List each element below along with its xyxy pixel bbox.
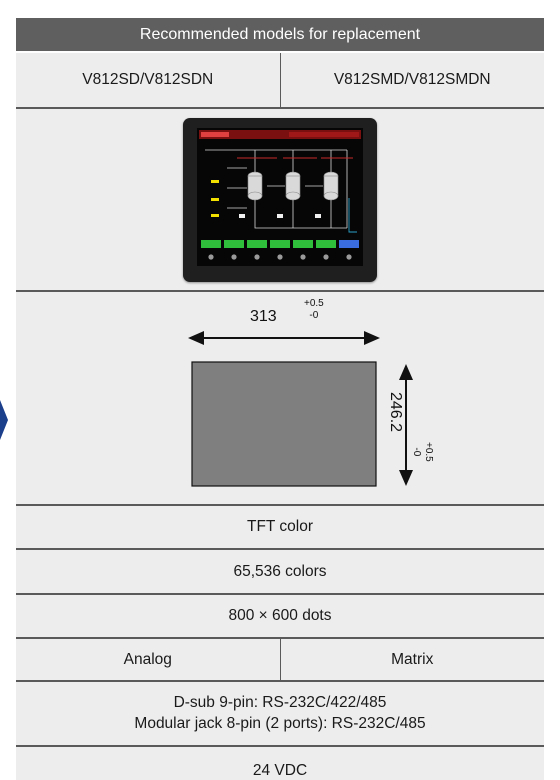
product-photo-cell: [16, 108, 544, 292]
hmi-product-photo: [183, 117, 377, 282]
cutout-width-value: 313: [250, 308, 277, 325]
panel-cutout-cell: 313 +0.5 -0 246.2 +0.5 -0: [16, 291, 544, 506]
cutout-rectangle: [191, 361, 377, 487]
display-type: TFT color: [16, 505, 544, 550]
width-tol-plus: +0.5: [304, 298, 324, 309]
hmi-screen: [197, 127, 363, 266]
arrow-left-head: [188, 331, 204, 345]
arrow-up-head: [399, 364, 413, 380]
arrow-down-head: [399, 470, 413, 486]
panel-cutout-diagram: 313 +0.5 -0 246.2 +0.5 -0: [16, 292, 544, 504]
spec-table: Recommended models for replacement V812S…: [16, 18, 544, 780]
cutout-height-value: 246.2: [387, 392, 404, 433]
width-tol-minus: -0: [309, 309, 319, 321]
ports-line-2: Modular jack 8-pin (2 ports): RS-232C/48…: [134, 714, 426, 732]
arrow-right-head: [364, 331, 380, 345]
model-left: V812SD/V812SDN: [16, 52, 281, 109]
cutout-drawing: [188, 331, 413, 487]
cutout-height-tolerance: +0.5 -0: [411, 442, 435, 462]
touch-type-left: Analog: [16, 638, 281, 682]
table-title: Recommended models for replacement: [16, 18, 544, 53]
cutout-width-tolerance: +0.5 -0: [304, 298, 324, 321]
ports-line-1: D-sub 9-pin: RS-232C/422/485: [173, 694, 387, 712]
display-resolution: 800 × 600 dots: [16, 594, 544, 639]
power-supply: 24 VDC: [16, 746, 544, 780]
serial-ports: D-sub 9-pin: RS-232C/422/485 Modular jac…: [16, 681, 544, 747]
display-colors: 65,536 colors: [16, 549, 544, 595]
left-arrow-icon: [0, 400, 8, 440]
model-right: V812SMD/V812SMDN: [280, 52, 544, 109]
height-tol-plus: +0.5: [423, 442, 434, 462]
hmi-screen-graphic: [197, 127, 363, 266]
touch-type-right: Matrix: [280, 638, 544, 682]
height-tol-minus: -0: [411, 447, 423, 457]
